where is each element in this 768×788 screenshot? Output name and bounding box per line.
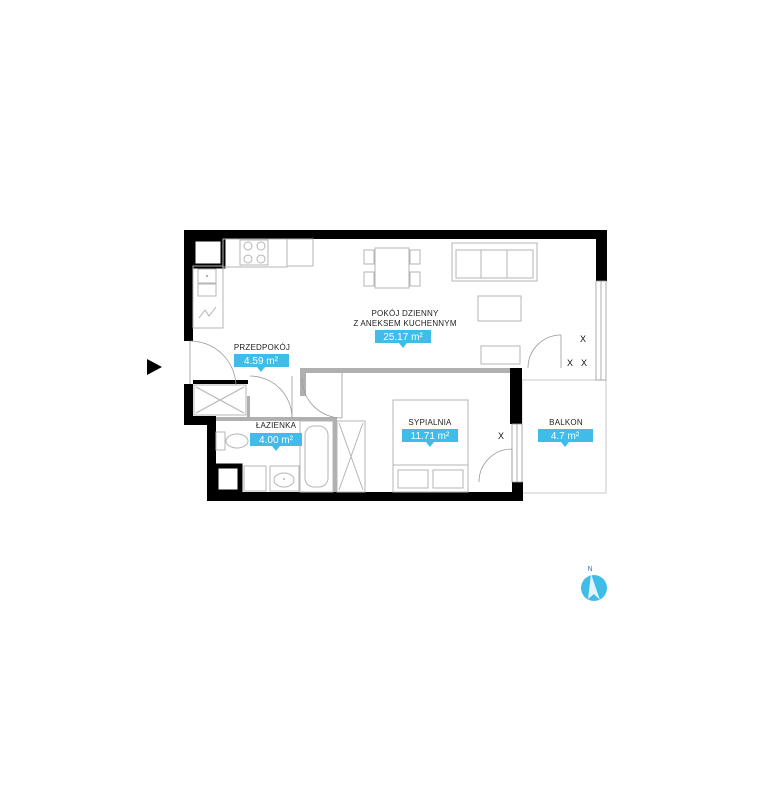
- living-room-name-line1: POKÓJ DZIENNY: [371, 309, 439, 318]
- hall-label: PRZEDPOKÓJ 4.59 m²: [234, 343, 290, 372]
- washing-machine: [243, 465, 267, 492]
- balcony-area: 4.7 m²: [551, 431, 580, 442]
- bedroom-name: SYPIALNIA: [408, 418, 452, 427]
- living-room-label: POKÓJ DZIENNY Z ANEKSEM KUCHENNYM 25.17 …: [353, 309, 457, 348]
- north-compass-icon: N: [581, 566, 607, 601]
- bedroom-label: SYPIALNIA 11.71 m²: [402, 418, 458, 447]
- hall-area: 4.59 m²: [244, 356, 279, 367]
- window-mark: X: [567, 358, 573, 368]
- windows: [511, 280, 607, 483]
- bathroom-label: ŁAZIENKA 4.00 m²: [250, 421, 302, 451]
- tv-stand: [480, 345, 521, 365]
- living-room-area: 25.17 m²: [383, 332, 423, 343]
- sofa: [451, 242, 538, 282]
- bathroom-area: 4.00 m²: [259, 435, 294, 446]
- hall-wardrobe: [193, 384, 247, 416]
- bed: [392, 399, 469, 493]
- toilet: [215, 431, 249, 451]
- wardrobe: [336, 420, 366, 493]
- washbasin: [269, 465, 300, 492]
- living-room-name-line2: Z ANEKSEM KUCHENNYM: [353, 319, 457, 328]
- hall-name: PRZEDPOKÓJ: [234, 343, 290, 352]
- bathtub: [299, 420, 334, 493]
- bathroom-name: ŁAZIENKA: [256, 421, 297, 430]
- window-mark: X: [498, 431, 504, 441]
- window-mark: X: [581, 358, 587, 368]
- entrance-arrow-icon: [147, 359, 162, 375]
- inner-walls: [216, 368, 512, 493]
- balcony-name: BALKON: [549, 418, 583, 427]
- kitchen-counter: [192, 238, 314, 329]
- dining-table: [363, 247, 421, 289]
- bedroom-area: 11.71 m²: [411, 431, 450, 442]
- compass-letter: N: [587, 566, 592, 573]
- coffee-table: [477, 295, 522, 322]
- doors: [189, 334, 562, 483]
- balcony-label: BALKON 4.7 m²: [538, 418, 593, 447]
- window-mark: X: [580, 334, 586, 344]
- exterior-walls: [184, 230, 607, 501]
